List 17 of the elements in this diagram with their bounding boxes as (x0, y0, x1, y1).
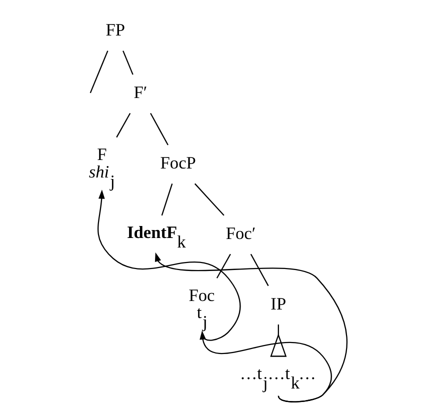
arrow (97, 190, 240, 341)
connector (270, 324, 286, 357)
node-text: Foc′ (225, 224, 256, 244)
connector (216, 254, 230, 278)
connector (122, 50, 133, 75)
node-text: IP (270, 294, 286, 314)
node-text: FP (105, 20, 125, 40)
connector (116, 113, 130, 138)
connector (160, 184, 172, 216)
node-text: FocP (160, 154, 196, 173)
connector (150, 113, 168, 146)
arrow (199, 330, 332, 402)
arrow (154, 252, 347, 402)
connector (250, 254, 268, 286)
connector (89, 50, 108, 94)
connector (194, 183, 224, 216)
node-text: F′ (133, 83, 147, 102)
